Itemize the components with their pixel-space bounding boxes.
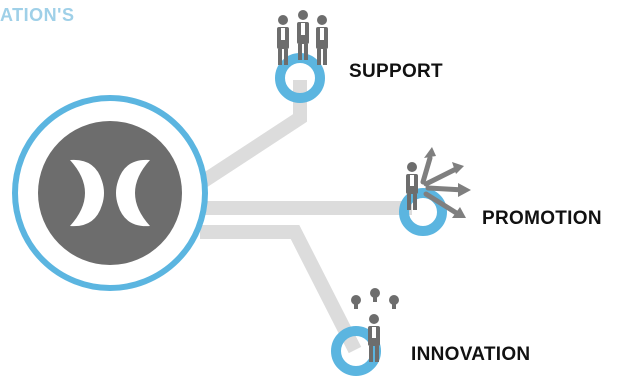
person-with-lightbulbs-icon [351,288,399,362]
hub-node [12,95,208,291]
support-node [275,10,328,103]
connector-innovation [200,225,362,354]
heading-fragment: ATION'S [0,5,75,25]
support-label: SUPPORT [349,61,443,82]
connector-support [186,80,307,196]
innovation-label: INNOVATION [411,344,531,365]
promotion-node [399,147,471,236]
connector-lines [186,80,412,354]
innovation-node [331,288,399,376]
hub-logo-icon [70,159,150,227]
promotion-label: PROMOTION [482,208,602,229]
team-of-three-people-icon [277,10,328,65]
person-with-growth-arrows-icon [406,147,471,218]
